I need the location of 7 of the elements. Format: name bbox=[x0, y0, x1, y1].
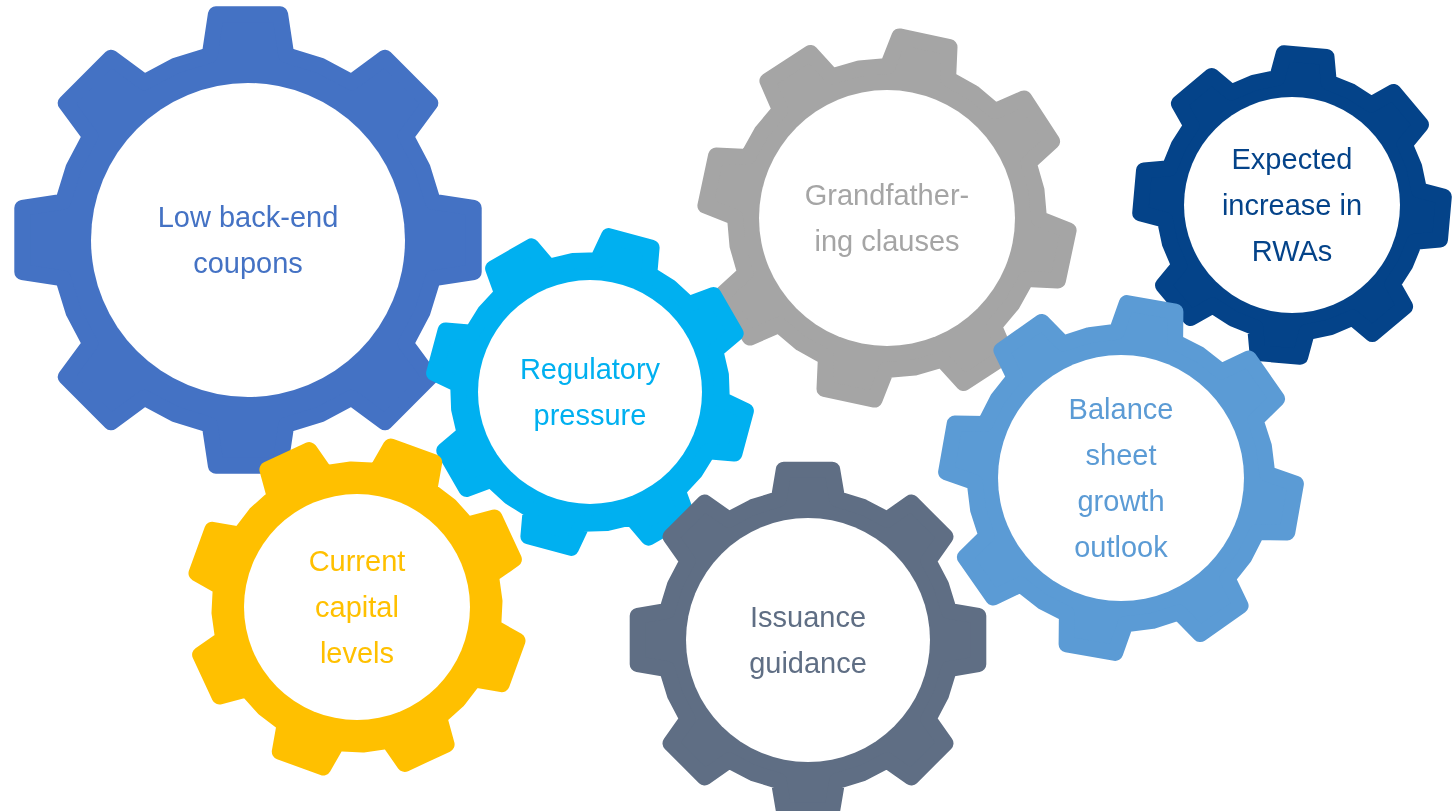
gear-label: Issuance guidance bbox=[748, 600, 868, 681]
gear-label: Grandfather-ing clauses bbox=[803, 178, 971, 259]
gear-label: Expected increase in RWAs bbox=[1220, 142, 1364, 269]
gear-label: Balance sheet growth outlook bbox=[1067, 392, 1175, 565]
gear-label: Low back-end coupons bbox=[156, 200, 340, 281]
gear-label: Regulatory pressure bbox=[518, 352, 662, 433]
gear-label: Current capital levels bbox=[307, 544, 407, 671]
